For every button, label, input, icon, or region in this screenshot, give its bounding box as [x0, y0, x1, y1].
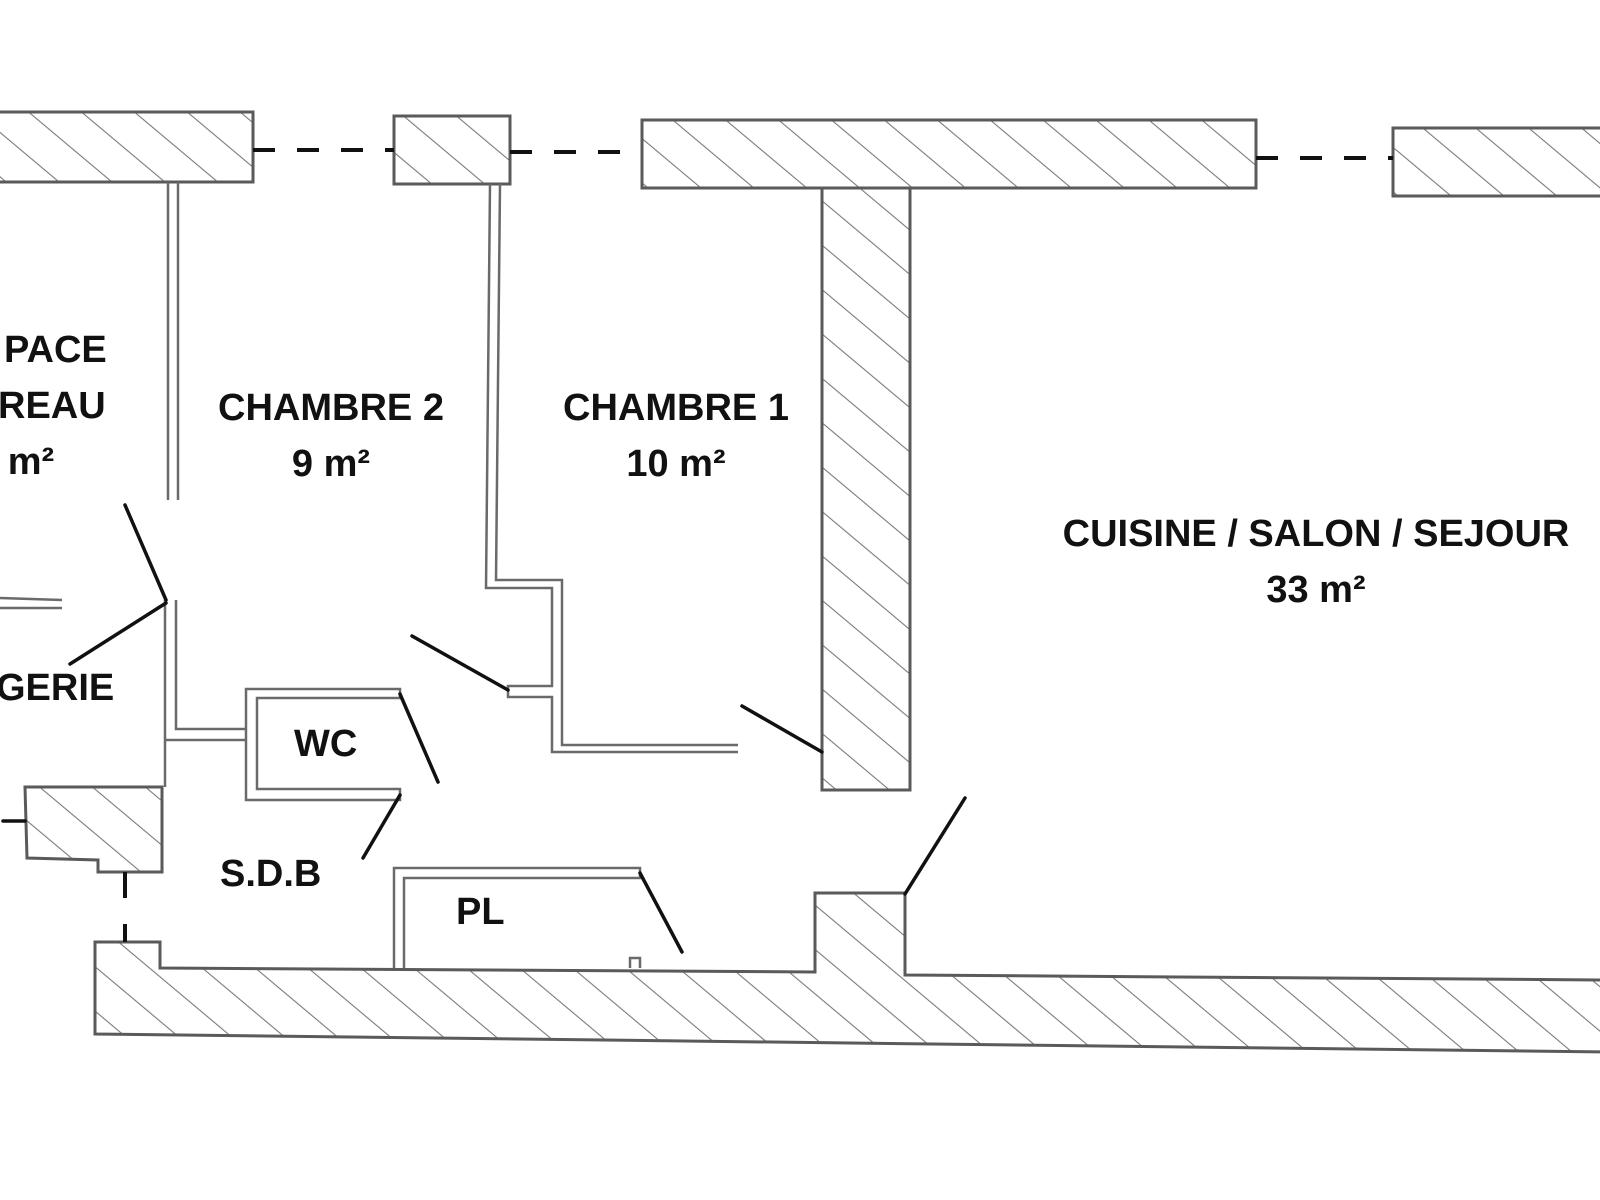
partition-placard: [392, 866, 642, 968]
door-chambre-2: [410, 634, 510, 692]
wall-bottom: [93, 891, 1600, 1054]
wall-top-pillar: [392, 114, 512, 186]
room-label-chambre-2: CHAMBRE 2 9 m²: [200, 380, 462, 492]
room-name: CHAMBRE 1: [563, 387, 789, 429]
room-area: 5 m²: [0, 441, 55, 483]
room-name: CUISINE / SALON / SEJOUR: [1062, 513, 1570, 555]
partition-lingerie: [0, 596, 63, 610]
wall-top-left: [0, 110, 255, 184]
partition-wc: [244, 687, 402, 802]
room-name: WC: [294, 723, 358, 765]
partition-chambre: [484, 183, 738, 754]
room-label-lingerie: GERIE: [0, 660, 114, 716]
door-sdb: [361, 793, 402, 860]
door-placard: [638, 871, 684, 954]
room-area: 10 m²: [626, 443, 726, 485]
room-label-chambre-1: CHAMBRE 1 10 m²: [540, 380, 812, 492]
room-label-placard: PL: [456, 884, 505, 940]
room-label-bureau: PACE REAU 5 m²: [0, 322, 107, 490]
wall-top-right: [1391, 126, 1600, 198]
door-entry: [903, 796, 967, 896]
room-area: 9 m²: [291, 443, 371, 485]
room-name: S.D.B: [220, 853, 322, 895]
room-label-cuisine: CUISINE / SALON / SEJOUR 33 m²: [1052, 506, 1580, 618]
room-name-line2: REAU: [0, 385, 106, 427]
room-label-wc: WC: [294, 716, 357, 772]
room-area: 33 m²: [1266, 569, 1366, 611]
room-name-line1: PACE: [4, 329, 107, 371]
wall-central: [820, 186, 912, 792]
door-bureau: [123, 503, 168, 602]
room-name: PL: [456, 891, 505, 933]
door-lingerie: [68, 601, 168, 666]
partition-sdb-left: [163, 600, 246, 787]
door-chambre-1: [740, 704, 824, 754]
room-name: GERIE: [0, 667, 115, 709]
wall-top-middle: [640, 118, 1258, 190]
partition-bureau: [166, 182, 180, 500]
door-wc: [398, 692, 440, 784]
room-label-sdb: S.D.B: [220, 846, 321, 902]
room-name: CHAMBRE 2: [218, 387, 444, 429]
wall-left-block: [23, 785, 164, 874]
